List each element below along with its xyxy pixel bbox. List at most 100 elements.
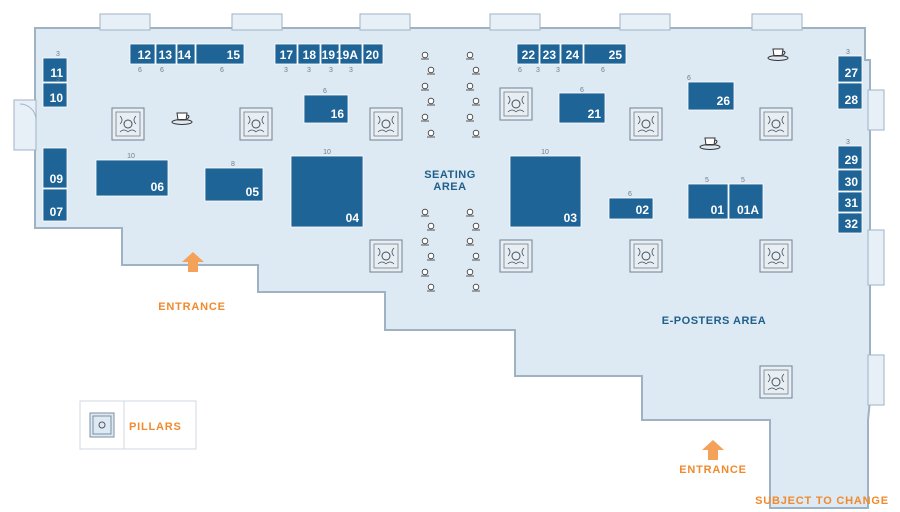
booth-22[interactable]: 22: [516, 43, 540, 65]
booth-07[interactable]: 07: [42, 188, 68, 222]
seat-icon: [466, 51, 474, 60]
booth-02[interactable]: 02: [608, 197, 654, 220]
subject-to-change-note: SUBJECT TO CHANGE: [755, 495, 889, 507]
seat-icon: [466, 113, 474, 122]
dimension-mark: 6: [601, 67, 605, 74]
booth-24[interactable]: 24: [560, 43, 584, 65]
top-doors: [99, 13, 803, 31]
dimension-mark: 8: [231, 161, 235, 168]
booth-20[interactable]: 20: [362, 43, 384, 65]
booth-label: 21: [588, 107, 602, 121]
booth-label: 13: [159, 48, 173, 62]
legend-pillar-icon: [89, 412, 115, 438]
dimension-mark: 3: [846, 139, 850, 146]
seat-icon: [421, 113, 429, 122]
dimension-mark: 5: [741, 177, 745, 184]
booth-label: 05: [246, 185, 260, 199]
dimension-mark: 6: [160, 67, 164, 74]
booth-01a[interactable]: 01A: [728, 183, 764, 220]
booth-10[interactable]: 10: [42, 82, 68, 108]
booth-06[interactable]: 06: [95, 159, 169, 197]
seat-icon: [466, 208, 474, 217]
coffee-icon: [767, 48, 789, 61]
seat-icon: [427, 129, 435, 138]
booth-label: 22: [522, 48, 536, 62]
booth-25[interactable]: 25: [583, 43, 627, 65]
seat-icon: [466, 237, 474, 246]
dimension-mark: 6: [687, 75, 691, 82]
booth-label: 19: [322, 48, 336, 62]
booth-27[interactable]: 27: [837, 55, 863, 83]
seating-chairs: [421, 51, 480, 292]
booth-label: 06: [151, 180, 165, 194]
dimension-mark: 3: [349, 67, 353, 74]
booth-13[interactable]: 13: [155, 43, 177, 65]
legend-pillars-label: PILLARS: [129, 421, 182, 433]
pillar-icon: [369, 239, 403, 273]
dimension-mark: 3: [556, 67, 560, 74]
pillar-icon: [499, 87, 533, 121]
booth-01[interactable]: 01: [687, 183, 729, 220]
booth-11[interactable]: 11: [42, 57, 68, 83]
booth-03[interactable]: 03: [509, 155, 582, 228]
booth-30[interactable]: 30: [837, 169, 863, 192]
booth-17[interactable]: 17: [274, 43, 298, 65]
dimension-mark: 3: [536, 67, 540, 74]
pillar-icon: [759, 107, 793, 141]
booth-05[interactable]: 05: [204, 167, 264, 202]
booth-label: 18: [303, 48, 317, 62]
booth-label: 20: [366, 48, 380, 62]
pillar-icon: [759, 365, 793, 399]
booth-21[interactable]: 21: [558, 92, 606, 124]
dimension-mark: 6: [138, 67, 142, 74]
right-doors: [867, 89, 885, 406]
booth-label: 28: [845, 93, 859, 107]
dimension-mark: 3: [284, 67, 288, 74]
seat-icon: [427, 283, 435, 292]
booth-19[interactable]: 19: [320, 43, 340, 65]
dimension-mark: 6: [580, 87, 584, 94]
seat-icon: [427, 222, 435, 231]
booth-label: 04: [346, 211, 360, 225]
booth-26[interactable]: 26: [687, 81, 735, 111]
booth-28[interactable]: 28: [837, 82, 863, 110]
booth-09[interactable]: 09: [42, 147, 68, 189]
seat-icon: [427, 97, 435, 106]
pillar-icon: [239, 107, 273, 141]
booth-label: 10: [50, 91, 64, 105]
booth-15[interactable]: 15: [195, 43, 245, 65]
booth-label: 19A: [336, 48, 358, 62]
dimension-mark: 3: [56, 51, 60, 58]
seat-icon: [466, 268, 474, 277]
pillar-icon: [759, 239, 793, 273]
booth-18[interactable]: 18: [297, 43, 321, 65]
booth-23[interactable]: 23: [539, 43, 561, 65]
booth-32[interactable]: 32: [837, 212, 863, 234]
booth-label: 23: [543, 48, 557, 62]
dimension-mark: 6: [628, 191, 632, 198]
dimension-mark: 3: [329, 67, 333, 74]
seat-icon: [466, 82, 474, 91]
booth-31[interactable]: 31: [837, 191, 863, 213]
booth-29[interactable]: 29: [837, 145, 863, 170]
dimension-mark: 10: [127, 153, 135, 160]
dimension-mark: 10: [323, 149, 331, 156]
dimension-mark: 6: [518, 67, 522, 74]
seat-icon: [472, 252, 480, 261]
booth-label: 17: [280, 48, 294, 62]
seat-icon: [421, 51, 429, 60]
booth-04[interactable]: 04: [290, 155, 364, 228]
dimension-mark: 6: [220, 67, 224, 74]
booth-14[interactable]: 14: [176, 43, 196, 65]
booth-12[interactable]: 12: [129, 43, 156, 65]
pillar-icon: [499, 239, 533, 273]
booth-label: 14: [178, 48, 192, 62]
pillar-icon: [629, 107, 663, 141]
dimension-mark: 5: [705, 177, 709, 184]
booth-19a[interactable]: 19A: [336, 43, 363, 65]
entrance-arrow-icon: [702, 440, 724, 460]
booth-16[interactable]: 16: [303, 94, 349, 124]
